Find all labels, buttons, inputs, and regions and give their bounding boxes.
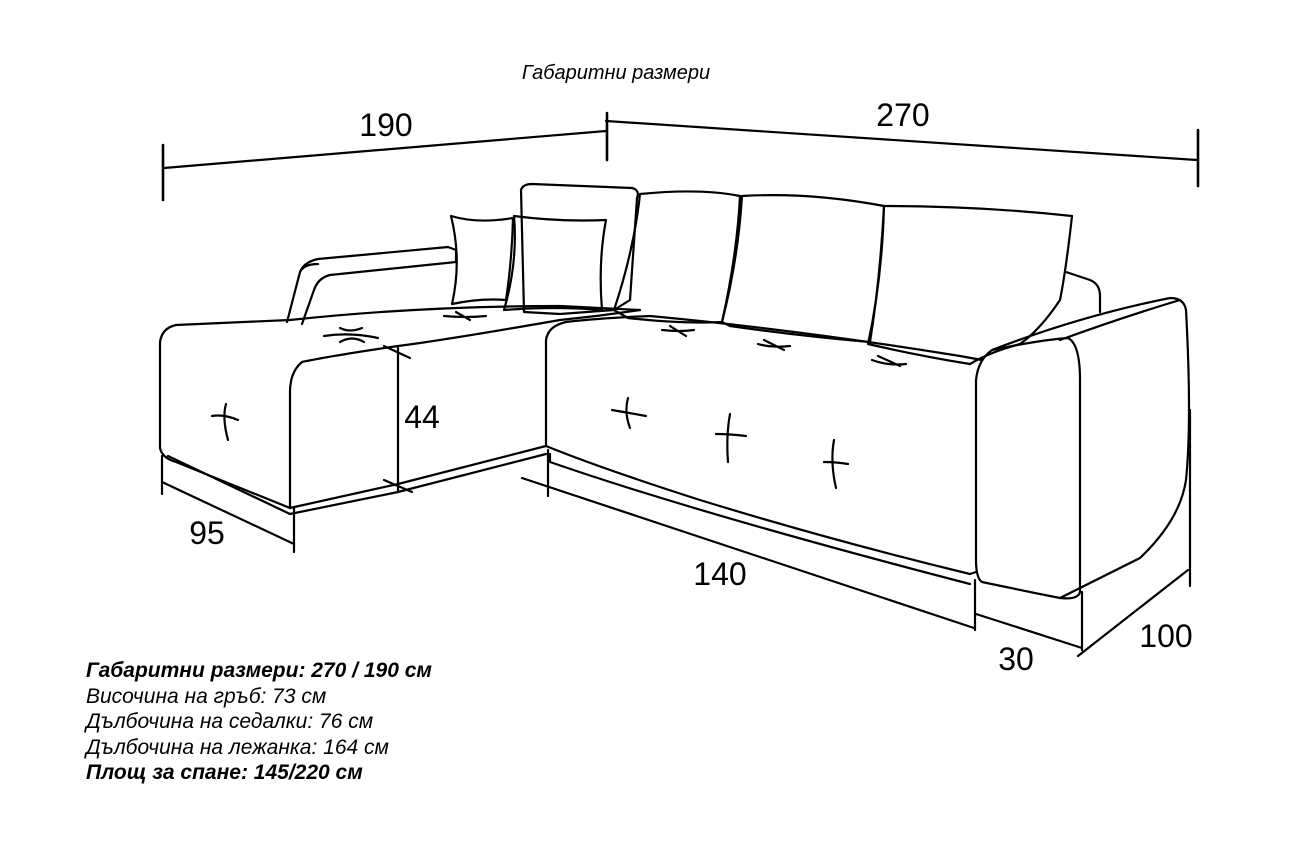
diagram-subtitle: Габаритни размери: [522, 62, 710, 84]
dimension-label-140: 140: [693, 556, 746, 592]
dimension-label-44: 44: [404, 399, 440, 435]
dimension-line-44: [382, 344, 414, 494]
dimension-label-95: 95: [189, 515, 225, 551]
main-seat: [544, 314, 984, 586]
spec-overall-dimensions: Габаритни размери: 270 / 190 см: [86, 659, 432, 682]
dimension-line-95: [160, 454, 296, 554]
back-cushions: [519, 182, 1074, 366]
spec-seat-depth: Дълбочина на седалки: 76 см: [86, 710, 374, 733]
dimension-label-100: 100: [1139, 618, 1192, 654]
spec-chaise-depth: Дълбочина на лежанка: 164 см: [86, 735, 389, 759]
dimension-label-190: 190: [359, 107, 412, 143]
dimension-line-100: [1076, 408, 1192, 658]
specifications-list: Габаритни размери: 270 / 190 см Височина…: [86, 658, 432, 786]
dimension-label-30: 30: [998, 641, 1034, 677]
dimension-line-30: [974, 590, 1084, 652]
spec-back-height: Височина на гръб: 73 см: [86, 684, 327, 708]
dimension-line-270: [604, 119, 1200, 188]
chaise-body: [158, 304, 642, 516]
dimension-line-140: [520, 448, 977, 632]
dimension-label-270: 270: [876, 97, 929, 133]
spec-sleeping-area: Площ за спане: 145/220 см: [86, 761, 363, 784]
throw-pillows: [449, 214, 608, 312]
right-armrest: [974, 270, 1191, 600]
